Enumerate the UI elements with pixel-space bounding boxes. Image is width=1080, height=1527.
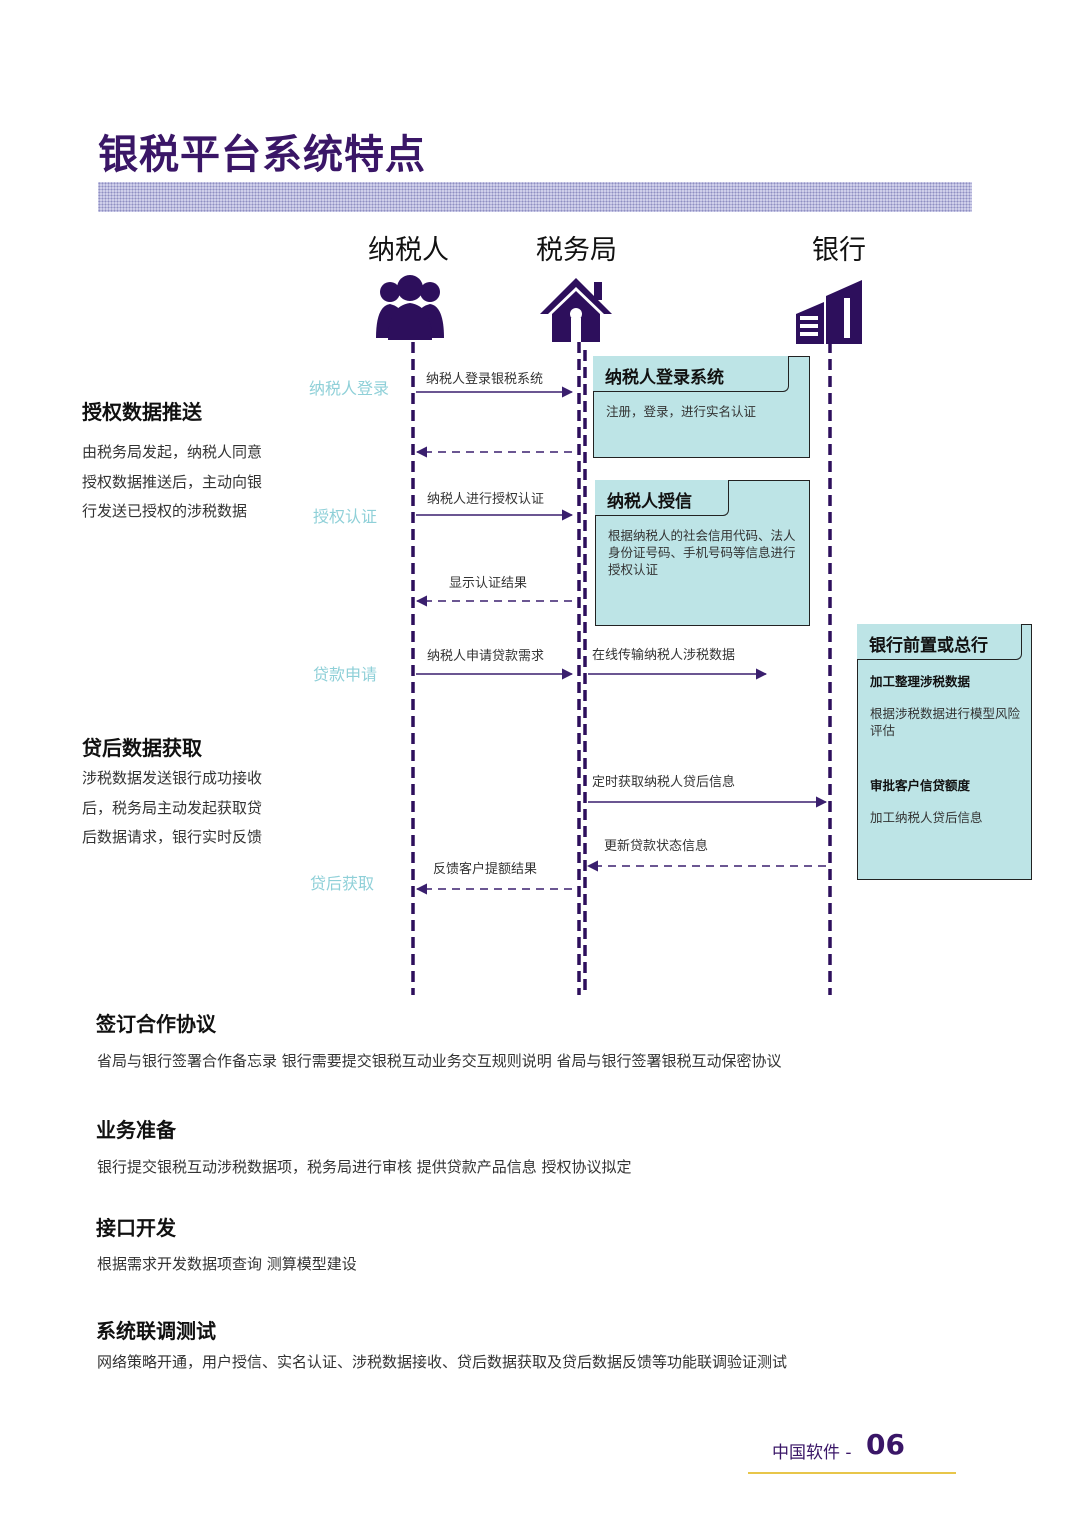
page-title: 银税平台系统特点: [98, 132, 426, 178]
section-heading-joint-testing: 系统联调测试: [96, 1319, 216, 1343]
bank-building-icon: [796, 280, 862, 344]
text-line: 行发送已授权的涉税数据: [82, 502, 248, 520]
card-body: 注册，登录，进行实名认证: [606, 404, 757, 419]
people-group-icon: [376, 275, 444, 340]
message-label-m5: 在线传输纳税人涉税数据: [592, 648, 736, 663]
section-text-post-loan: 涉税数据发送银行成功接收 后，税务局主动发起获取贷 后数据请求，银行实时反馈: [82, 764, 297, 853]
message-label-m6: 定时获取纳税人贷后信息: [592, 775, 736, 790]
message-label-m4: 纳税人申请贷款需求: [427, 649, 545, 664]
message-label-m7: 更新贷款状态信息: [604, 839, 709, 854]
section-text-joint-testing: 网络策略开通，用户授信、实名认证、涉税数据接收、贷后数据获取及贷后数据反馈等功能…: [97, 1353, 788, 1371]
card-body: 根据涉税数据进行模型风险评估: [870, 706, 1021, 738]
message-label-m1: 纳税人登录银税系统: [426, 372, 544, 387]
card-body: 根据纳税人的社会信用代码、法人身份证号码、手机号码等信息进行授权认证: [608, 528, 796, 577]
footer-brand: 中国软件 -: [772, 1443, 852, 1463]
section-heading-cooperation: 签订合作协议: [96, 1012, 216, 1036]
card-bank-front-or-head-office: 银行前置或总行 加工整理涉税数据 根据涉税数据进行模型风险评估 审批客户信贷额度…: [857, 624, 1032, 880]
section-heading-interface-dev: 接口开发: [96, 1216, 176, 1240]
section-heading-auth-push: 授权数据推送: [82, 400, 202, 424]
actor-label-bank: 银行: [812, 235, 866, 266]
text-line: 后，税务局主动发起获取贷: [82, 798, 263, 817]
card-title: 纳税人登录系统: [593, 356, 789, 392]
step-label-login: 纳税人登录: [309, 379, 390, 398]
text-line: 授权数据推送后，主动向银: [82, 472, 263, 491]
text-line: 后数据请求，银行实时反馈: [82, 828, 263, 846]
step-label-post-loan: 贷后获取: [310, 874, 375, 893]
section-text-auth-push: 由税务局发起，纳税人同意 授权数据推送后，主动向银 行发送已授权的涉税数据: [82, 438, 297, 527]
title-decor-band: [98, 182, 972, 212]
house-icon: [540, 278, 612, 342]
section-text-business-prep: 银行提交银税互动涉税数据项，税务局进行审核 提供贷款产品信息 授权协议拟定: [97, 1158, 632, 1176]
actor-label-taxpayer: 纳税人: [368, 235, 449, 266]
section-text-interface-dev: 根据需求开发数据项查询 测算模型建设: [97, 1255, 357, 1273]
card-taxpayer-authorization: 纳税人授信 根据纳税人的社会信用代码、法人身份证号码、手机号码等信息进行授权认证: [595, 480, 810, 626]
card-subheading: 加工整理涉税数据: [870, 674, 971, 689]
step-label-auth: 授权认证: [313, 507, 378, 526]
message-label-m8: 反馈客户提额结果: [433, 862, 538, 877]
section-heading-business-prep: 业务准备: [96, 1118, 176, 1142]
message-label-m2: 纳税人进行授权认证: [427, 492, 545, 507]
footer-underline: [748, 1472, 956, 1474]
card-title: 纳税人授信: [595, 480, 729, 516]
card-taxpayer-login-system: 纳税人登录系统 注册，登录，进行实名认证: [593, 356, 810, 458]
section-text-cooperation: 省局与银行签署合作备忘录 银行需要提交银税互动业务交互规则说明 省局与银行签署银…: [97, 1052, 782, 1070]
actor-label-tax-bureau: 税务局: [536, 235, 617, 266]
text-line: 由税务局发起，纳税人同意: [82, 443, 263, 461]
text-line: 涉税数据发送银行成功接收: [82, 769, 263, 787]
card-subheading: 审批客户信贷额度: [870, 778, 971, 793]
card-title: 银行前置或总行: [857, 624, 1022, 660]
section-heading-post-loan: 贷后数据获取: [82, 736, 202, 760]
footer-page-number: 06: [866, 1428, 905, 1461]
message-label-m3: 显示认证结果: [449, 576, 528, 591]
step-label-loan-apply: 贷款申请: [313, 665, 378, 684]
card-body: 加工纳税人贷后信息: [870, 810, 983, 825]
